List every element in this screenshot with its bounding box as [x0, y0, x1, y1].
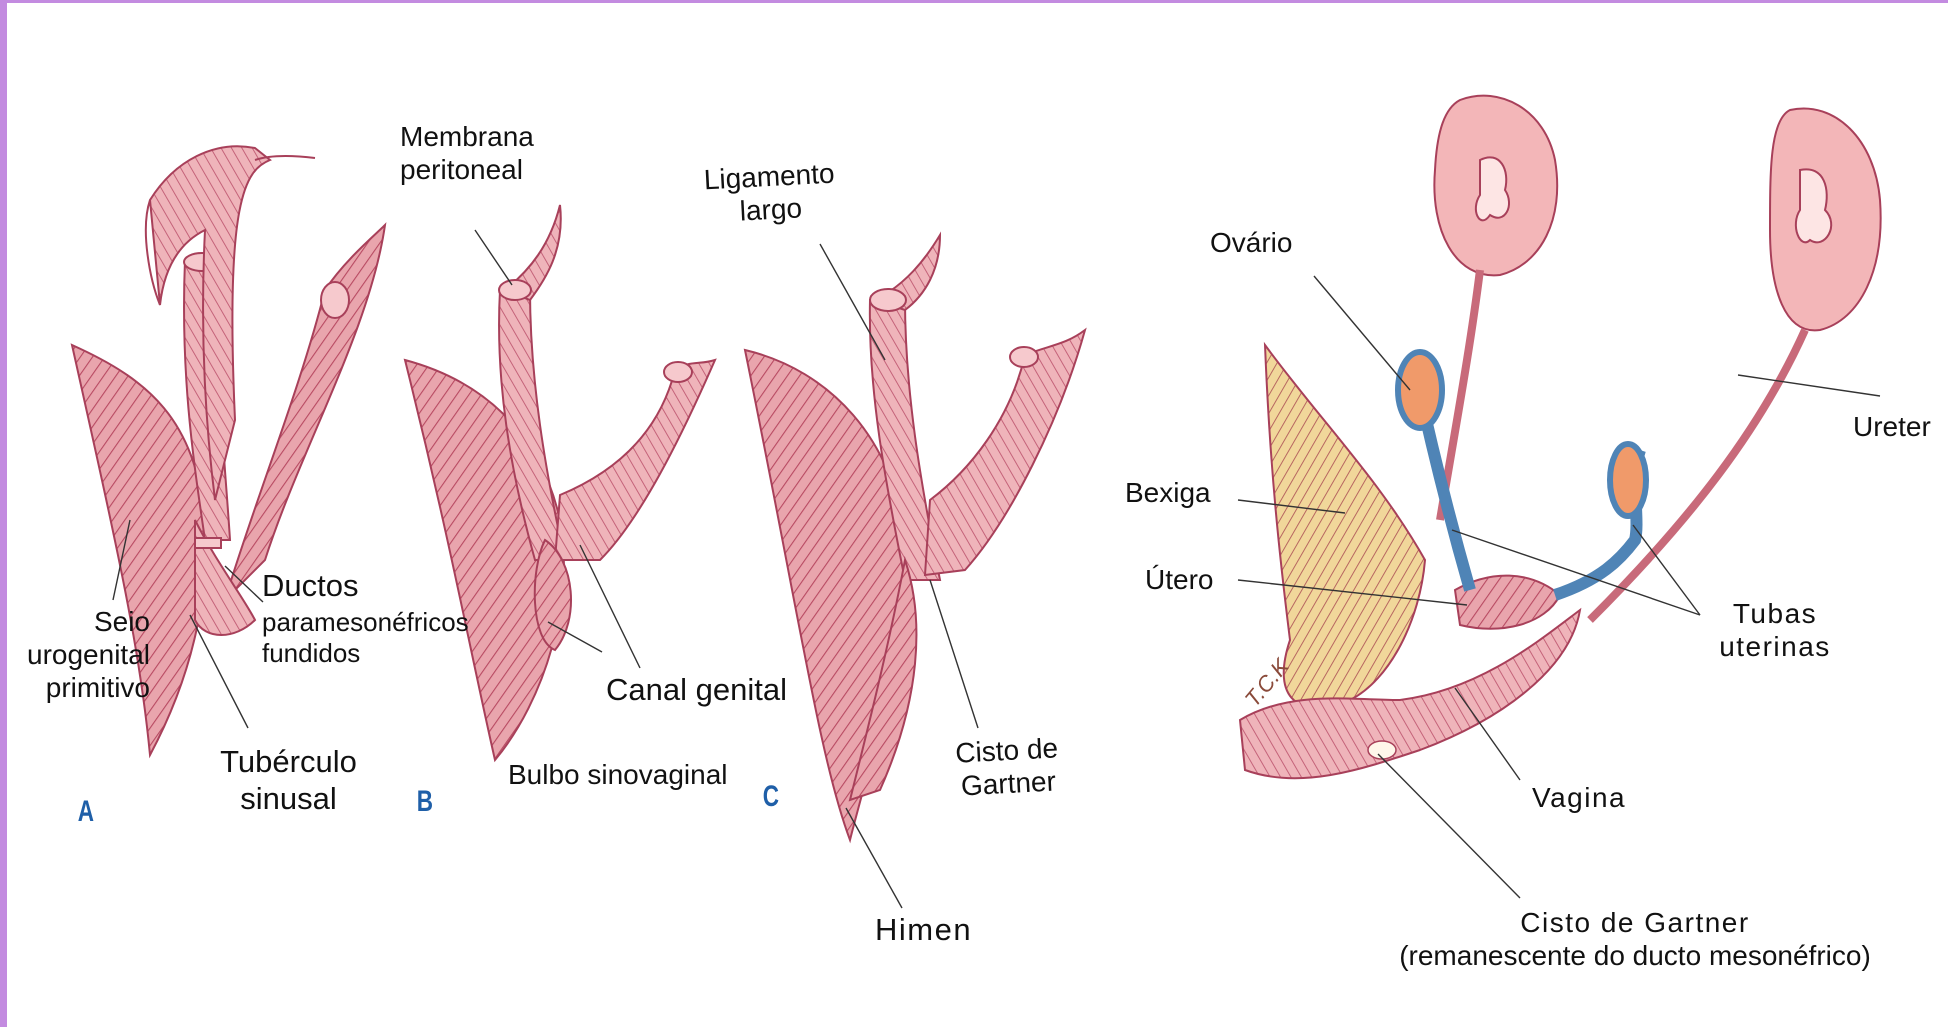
label-cisto-gartner-c: Cisto de Gartner — [933, 730, 1081, 804]
label-membrana-peritoneal: Membrana peritoneal — [400, 120, 534, 186]
panel-letter-a: A — [78, 795, 94, 829]
label-vagina: Vagina — [1532, 781, 1626, 814]
ovary-right — [1610, 444, 1646, 516]
label-himen: Himen — [875, 912, 972, 949]
label-ovario: Ovário — [1210, 226, 1292, 259]
panel-letter-c: C — [763, 780, 779, 814]
kidney-left — [1434, 96, 1557, 276]
label-tuberculo-sinusal: Tubérculo sinusal — [196, 744, 381, 817]
label-ductos-sub: paramesonéfricos fundidos — [262, 607, 469, 668]
gartner-cyst — [1368, 741, 1396, 759]
label-ureter: Ureter — [1853, 410, 1931, 443]
label-ductos: Ductos — [262, 568, 358, 605]
label-utero: Útero — [1145, 563, 1213, 596]
label-bulbo-sinovaginal: Bulbo sinovaginal — [508, 758, 728, 791]
label-cisto-gartner-right: Cisto de Gartner (remanescente do ducto … — [1365, 906, 1905, 972]
label-seio-urogenital: Seio urogenital primitivo — [10, 605, 150, 704]
panel-letter-b: B — [417, 785, 433, 819]
ovary-left — [1398, 352, 1442, 428]
label-tubas-uterinas: Tubas uterinas — [1700, 597, 1850, 663]
label-ligamento-largo: Ligamento largo — [688, 156, 851, 230]
label-canal-genital: Canal genital — [606, 672, 787, 709]
kidney-right — [1770, 108, 1881, 330]
label-bexiga: Bexiga — [1125, 476, 1211, 509]
